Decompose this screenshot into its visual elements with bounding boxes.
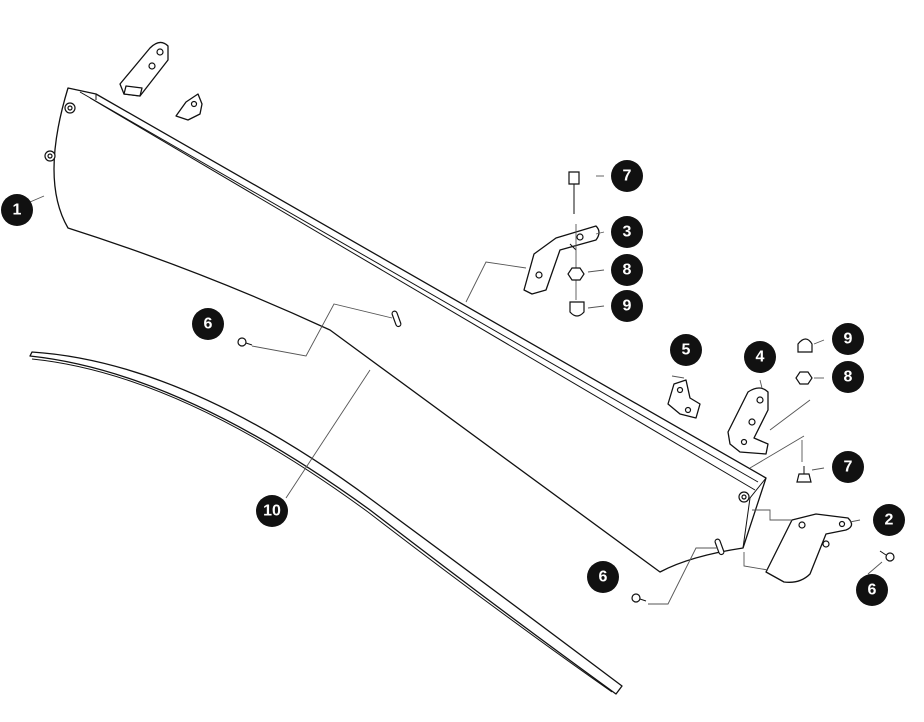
nut-8-upper [567,267,585,281]
bracket-4 [727,387,769,455]
bracket-5 [667,379,701,419]
screw-6-bottom [631,593,647,603]
top-left-bracket [119,41,169,97]
callout-3-label: 3 [623,224,632,241]
panel-hole-top-left [64,102,76,114]
callout-8-right: 8 [832,361,864,393]
screw-6-left [237,337,253,347]
leader-lines [29,175,883,605]
callout-4: 4 [744,341,776,373]
bracket-3 [523,225,600,295]
callout-9-upper-label: 9 [623,298,632,315]
callout-9-upper: 9 [611,290,643,322]
callout-4-label: 4 [756,349,765,366]
callout-10: 10 [256,495,288,527]
callout-6-left: 6 [192,308,224,340]
callout-6-bottom-label: 6 [599,569,608,586]
callout-6-left-label: 6 [204,316,213,333]
callout-9-right: 9 [832,323,864,355]
panel-slot-center [391,310,402,328]
callout-2-label: 2 [885,512,894,529]
callout-5: 5 [670,334,702,366]
callout-2: 2 [873,504,905,536]
bolt-7-right [796,466,812,483]
callout-8-upper-label: 8 [623,262,632,279]
callout-8-upper: 8 [611,254,643,286]
panel-hole-left [44,150,56,162]
bracket-2 [765,513,853,583]
nut-8-right [795,371,813,385]
cap-nut-9-right [797,338,813,353]
top-small-bracket [175,93,203,121]
screw-6-right [879,550,895,562]
callout-6-right: 6 [856,574,888,606]
callout-7-upper-label: 7 [623,168,632,185]
callout-7-right-label: 7 [844,459,853,476]
callout-1-label: 1 [13,202,22,219]
trim-strip [29,351,623,695]
callout-10-label: 10 [263,503,281,520]
callout-1: 1 [1,194,33,226]
callout-6-right-label: 6 [868,582,877,599]
callout-8-right-label: 8 [844,369,853,386]
callout-5-label: 5 [682,342,691,359]
callout-9-right-label: 9 [844,331,853,348]
cap-nut-9-upper [569,301,585,317]
main-panel [44,87,767,573]
panel-hole-right [738,491,750,503]
bolt-7-upper [568,171,580,300]
callout-3: 3 [611,216,643,248]
callout-7-right: 7 [832,451,864,483]
callout-6-bottom: 6 [587,561,619,593]
callout-7-upper: 7 [611,160,643,192]
